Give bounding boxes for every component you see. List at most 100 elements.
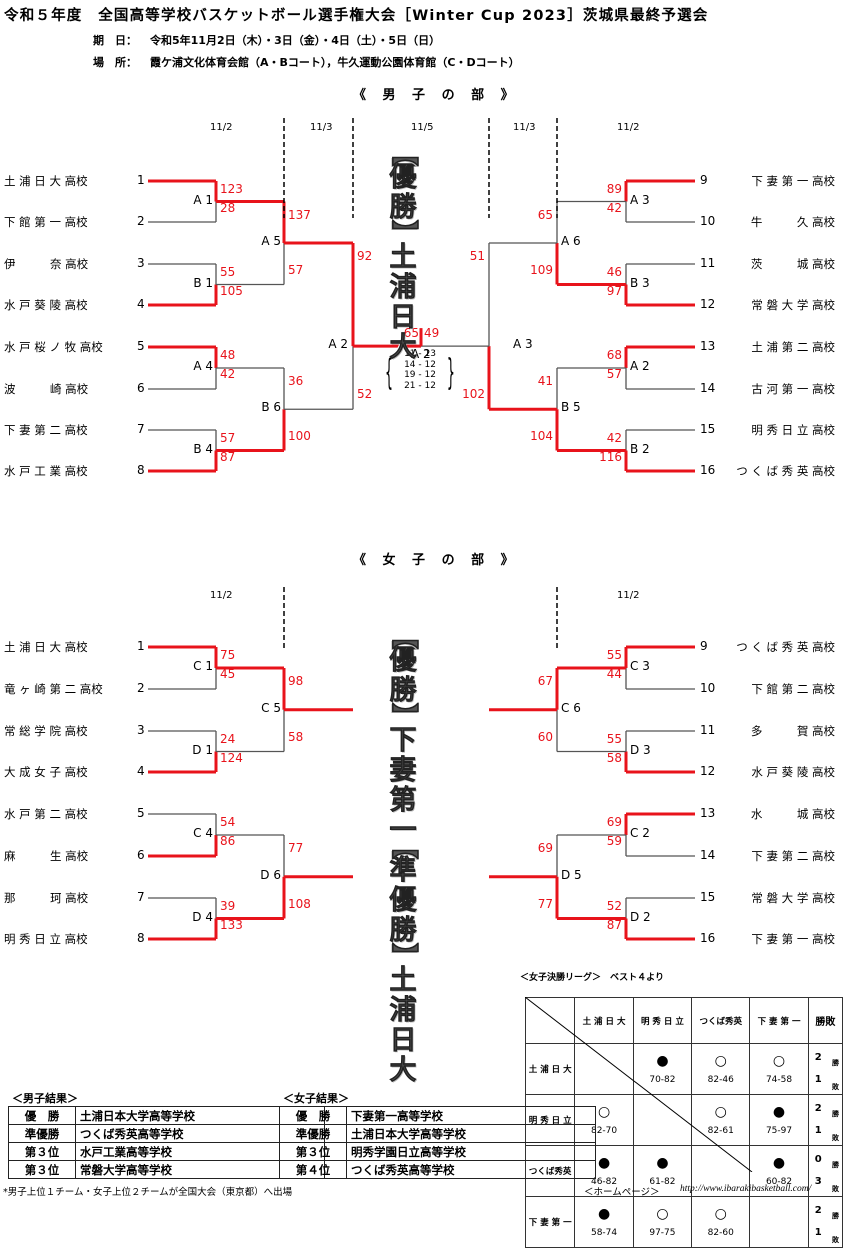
result-school: 水戸工業高等学校: [75, 1142, 325, 1161]
match-label: C 5: [261, 700, 281, 715]
match-score: 92: [357, 249, 373, 263]
round-date: 11/2: [210, 590, 233, 601]
league-title: ＜女子決勝リーグ＞ ベスト４より: [520, 973, 665, 983]
match-score: 51: [469, 249, 485, 263]
match-score: 55: [606, 731, 622, 746]
banner-char: 優: [389, 162, 417, 193]
team-name: 茨 城 高校: [750, 257, 835, 271]
league-cell: ●60-82: [749, 1145, 809, 1197]
league-corner: [524, 997, 576, 1044]
match-score: 105: [220, 283, 243, 298]
team-name: 土 浦 第 二 高校: [751, 340, 835, 354]
result-rank: 優 勝: [279, 1106, 347, 1125]
match-score: 133: [220, 917, 243, 932]
result-school: つくば秀英高等学校: [346, 1160, 596, 1179]
league-row-team: 下 妻 第 一: [524, 1196, 576, 1248]
loss-suffix: 敗: [832, 1134, 839, 1142]
loss-suffix: 敗: [832, 1236, 839, 1244]
match-label: D 1: [192, 742, 213, 757]
team-seed: 4: [137, 764, 145, 778]
match-score: 48: [220, 348, 236, 362]
team-seed: 15: [700, 890, 716, 904]
team-seed: 7: [137, 890, 145, 904]
result-row: 優 勝土浦日本大学高等学校: [8, 1106, 325, 1125]
match-label: C 3: [630, 659, 650, 673]
match-label: C 2: [630, 826, 650, 840]
match-score: 123: [220, 181, 243, 196]
losses: 1: [814, 1074, 822, 1085]
team-seed: 1: [137, 639, 145, 653]
date-label: 期 日：: [93, 34, 137, 47]
team-name: 下 妻 第 二 高校: [4, 423, 88, 437]
banner-char: 大: [389, 332, 417, 363]
team-seed: 3: [137, 256, 145, 270]
loss-dot-icon: ●: [656, 1053, 669, 1069]
banner-char: 浦: [389, 995, 417, 1026]
loss-dot-icon: ●: [656, 1155, 669, 1171]
banner-char: 土: [389, 965, 417, 996]
banner-char: 勝: [389, 675, 417, 706]
team-name: 下 館 第 一 高校: [4, 215, 88, 229]
final-score: 49: [424, 326, 440, 341]
match-score: 52: [357, 387, 373, 402]
match-label: A 2: [328, 337, 348, 352]
result-row: 準優勝土浦日本大学高等学校: [279, 1124, 596, 1143]
girls-section-title: 《 女 子 の 部 》: [353, 553, 520, 568]
match-label: D 6: [260, 867, 281, 882]
team-seed: 8: [137, 931, 145, 945]
league-cell: ○74-58: [749, 1043, 809, 1095]
banner-char: 一: [389, 815, 417, 846]
result-rank: 準優勝: [8, 1124, 76, 1143]
girls-results-table: 優 勝下妻第一高等学校準優勝土浦日本大学高等学校第３位明秀学園日立高等学校第４位…: [279, 1106, 596, 1179]
match-score: 97: [606, 283, 622, 298]
league-score: 46-82: [590, 1177, 618, 1187]
win-circle-icon: ○: [772, 1053, 786, 1069]
match-score: 68: [606, 348, 622, 362]
match-score: 89: [606, 181, 622, 196]
quarter-score: 14 - 12: [404, 359, 436, 370]
boys-section-title: 《 男 子 の 部 》: [353, 88, 520, 103]
round-date: 11/5: [411, 122, 434, 133]
league-cell: ○82-60: [691, 1196, 751, 1248]
match-score: 65: [537, 207, 553, 222]
match-label: C 4: [193, 826, 213, 840]
result-row: 第３位水戸工業高等学校: [8, 1142, 325, 1161]
homepage-link[interactable]: http://www.ibarakibasketball.com/: [680, 1184, 812, 1194]
team-name: 波 崎 高校: [4, 382, 89, 396]
win-suffix: 勝: [832, 1212, 839, 1220]
final-label: A 2: [411, 347, 431, 362]
team-name: つ く ば 秀 英 高校: [736, 464, 835, 478]
league-score: 82-61: [707, 1126, 734, 1136]
team-seed: 2: [137, 681, 145, 695]
result-row: 準優勝つくば秀英高等学校: [8, 1124, 325, 1143]
team-seed: 11: [700, 723, 716, 737]
team-name: 伊 奈 高校: [4, 257, 89, 271]
league-row-team: 土 浦 日 大: [524, 1043, 576, 1095]
league-col-header: 明 秀 日 立: [632, 997, 693, 1044]
result-school: つくば秀英高等学校: [75, 1124, 325, 1143]
league-cell: ● 75-97: [749, 1094, 809, 1146]
team-seed: 14: [700, 848, 716, 862]
round-date: 11/2: [617, 122, 640, 133]
match-score: 28: [220, 200, 236, 215]
league-score: 75-97: [765, 1126, 793, 1136]
match-score: 69: [606, 815, 622, 829]
banner-char: 】: [388, 702, 420, 730]
league-cell: ●70-82: [632, 1043, 693, 1095]
match-score: 100: [288, 428, 311, 443]
loss-dot-icon: ●: [772, 1104, 786, 1120]
league-col-header: つくば秀英: [691, 997, 751, 1044]
loss-suffix: 敗: [832, 1185, 839, 1193]
match-label: B 5: [561, 400, 581, 415]
team-seed: 2: [137, 214, 145, 228]
team-name: 常 磐 大 学 高校: [751, 298, 835, 312]
team-seed: 13: [700, 339, 716, 353]
match-score: 57: [220, 430, 236, 445]
match-label: A 5: [261, 234, 281, 248]
girls-champion-banner: 【優勝】下妻第一: [386, 622, 420, 846]
match-score: 108: [288, 896, 311, 911]
match-label: D 5: [561, 867, 582, 882]
match-score: 86: [220, 834, 236, 848]
